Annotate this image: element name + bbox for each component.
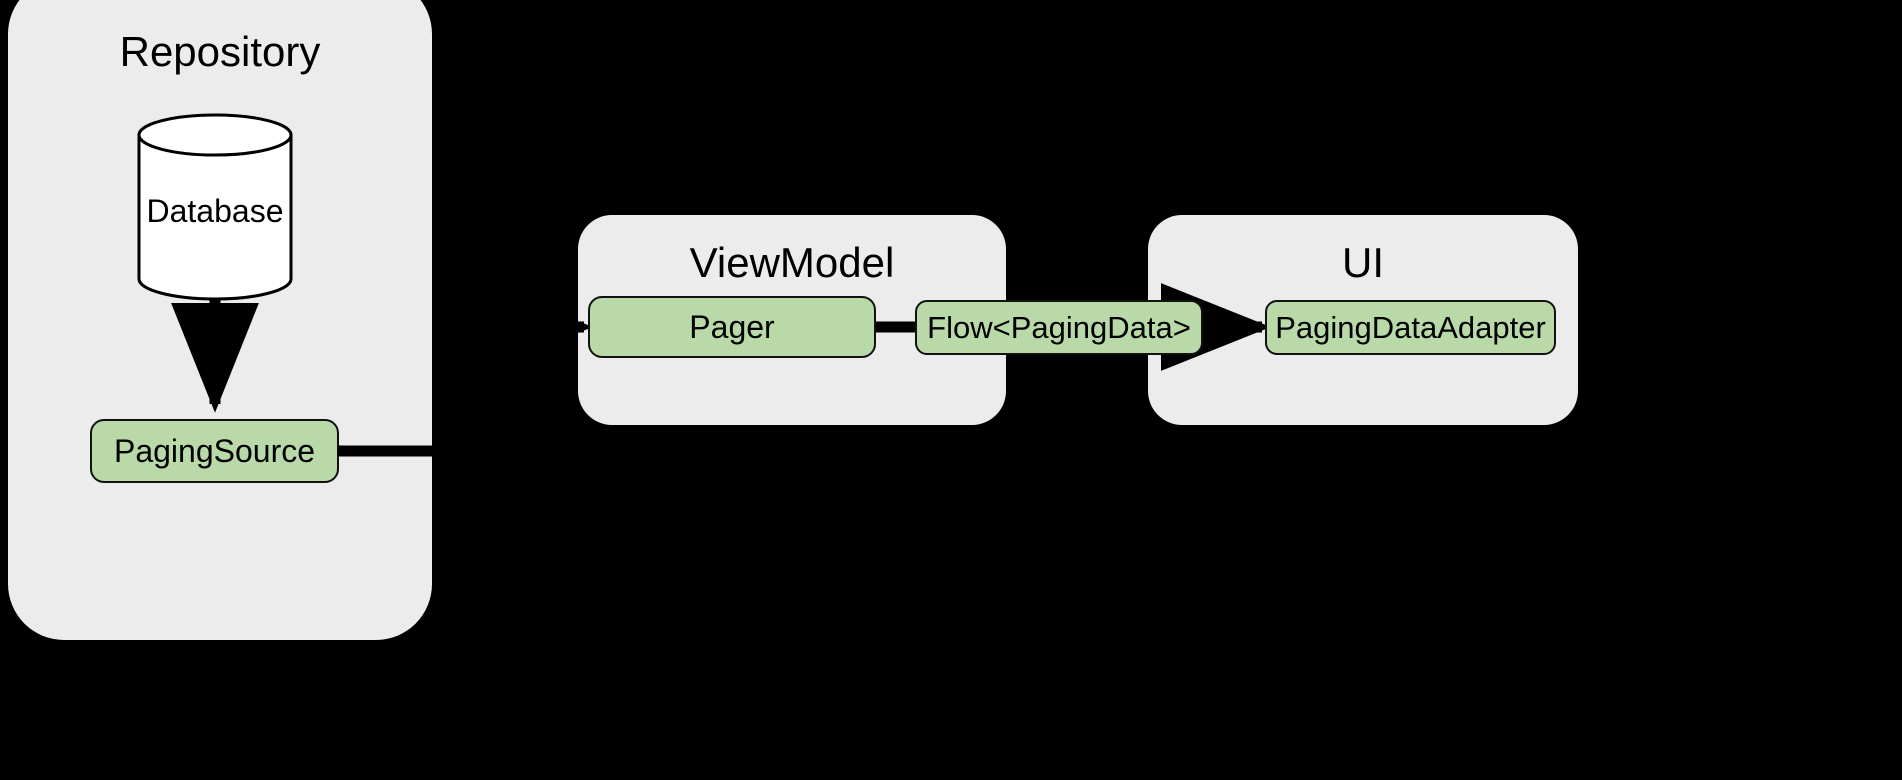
node-flow-pagingdata[interactable]: Flow<PagingData> — [915, 300, 1203, 355]
group-repository: Repository — [8, 0, 432, 640]
node-pagingsource[interactable]: PagingSource — [90, 419, 339, 483]
node-pagingsource-label: PagingSource — [113, 433, 316, 469]
group-repository-title: Repository — [119, 28, 321, 75]
database-cylinder-icon — [137, 113, 293, 301]
node-pager[interactable]: Pager — [588, 296, 876, 358]
group-ui-title: UI — [1342, 239, 1384, 286]
node-flow-pagingdata-label: Flow<PagingData> — [927, 309, 1191, 345]
node-pagingdataadapter[interactable]: PagingDataAdapter — [1265, 300, 1556, 355]
database-label: Database — [146, 193, 284, 229]
group-viewmodel-title: ViewModel — [689, 239, 895, 286]
node-pager-label: Pager — [689, 309, 775, 345]
node-pagingdataadapter-label: PagingDataAdapter — [1275, 309, 1546, 345]
